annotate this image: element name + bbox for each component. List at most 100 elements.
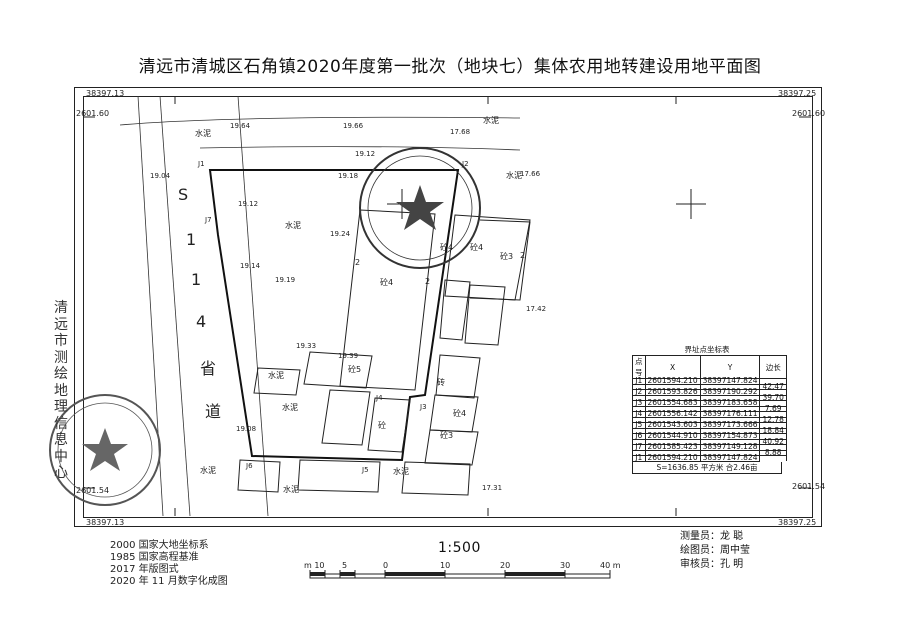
point-J5: J5	[362, 466, 369, 474]
coord-top-left: 38397.13	[86, 89, 125, 98]
table-cell: 42.47	[759, 383, 787, 390]
label-tong4-d: 砼4	[440, 243, 454, 252]
stamp-top	[359, 147, 481, 269]
table-cell: 2601585.423	[644, 443, 701, 451]
label-tong4-a: 砼4	[380, 278, 394, 287]
table-row: 7.69	[632, 405, 787, 412]
coord-right-bottom: 2601.54	[792, 482, 826, 491]
table-cell: J1	[632, 454, 646, 462]
elev-0: 19.04	[150, 172, 171, 180]
table-header: X	[644, 355, 701, 379]
table-cell	[644, 450, 701, 456]
elev-12: 19.39	[338, 352, 359, 360]
road-label-0: S	[178, 185, 189, 204]
table-row: 8.88	[632, 449, 787, 456]
signature-name: 龙 聪	[720, 531, 744, 542]
table-cell: 38397147.824	[699, 454, 761, 462]
coord-left-bottom: 2601.54	[76, 486, 110, 495]
table-cell	[644, 428, 701, 434]
label-tong: 砼	[378, 421, 386, 430]
table-cell: 18.84	[759, 427, 787, 434]
scale-tick: m 10	[304, 561, 325, 570]
road-label-3: 4	[196, 312, 207, 331]
table-cell: 38397183.658	[699, 399, 761, 407]
elev-14: 19.08	[236, 425, 257, 433]
table-row: 18.84	[632, 427, 787, 434]
coordinate-table-footer: S=1636.85 平方米 合2.46亩	[632, 461, 782, 474]
table-cell: 38397190.292	[699, 388, 761, 396]
table-cell: 8.88	[759, 449, 787, 456]
elev-15: 17.31	[482, 484, 503, 492]
elev-1: 19.64	[230, 122, 251, 130]
table-cell	[644, 406, 701, 412]
elev-6: 17.66	[520, 170, 541, 178]
table-cell: 38397173.666	[699, 421, 761, 429]
stamp-left	[49, 394, 161, 506]
table-cell: 38397176.111	[699, 410, 761, 418]
signature-name: 周中莹	[720, 545, 750, 556]
elev-11: 19.33	[296, 342, 317, 350]
elev-4: 19.12	[355, 150, 376, 158]
coord-right-top: 2601.60	[792, 109, 826, 118]
map-frame	[83, 96, 813, 518]
label-shuini-5: 水泥	[268, 371, 284, 380]
label-shuini-2: 水泥	[483, 116, 499, 125]
label-tong4-c: 砼4	[453, 409, 467, 418]
elev-3: 17.68	[450, 128, 471, 136]
table-cell: 2601593.826	[644, 388, 701, 396]
point-J4: J4	[376, 394, 383, 402]
scale-tick: 0	[383, 561, 389, 570]
table-cell: 2601556.142	[644, 410, 701, 418]
scale-tick: 10	[440, 561, 451, 570]
table-cell	[759, 422, 787, 428]
label-num2-a: 2	[355, 258, 361, 267]
table-cell: 2601554.683	[644, 399, 701, 407]
table-cell: 38397147.824	[699, 377, 761, 385]
table-row: 40.92	[632, 438, 787, 445]
elev-9: 19.14	[240, 262, 261, 270]
table-cell: 39.70	[759, 394, 787, 401]
label-tong5: 砼5	[348, 365, 362, 374]
stamp-side-text: 清远市测绘地理信息中心	[54, 300, 68, 481]
table-cell: 2601594.210	[644, 454, 701, 462]
table-cell: 12.78	[759, 416, 787, 423]
table-cell	[759, 433, 787, 439]
elev-5: 19.18	[338, 172, 359, 180]
elev-13: 17.42	[526, 305, 547, 313]
coord-bottom-right: 38397.25	[778, 518, 817, 527]
label-shuini-7: 水泥	[200, 466, 216, 475]
signature-name: 孔 明	[720, 559, 744, 570]
point-J3: J3	[420, 403, 427, 411]
elev-2: 19.66	[343, 122, 364, 130]
table-header: 边长	[759, 355, 787, 379]
outer-frame	[74, 87, 822, 527]
scale-tick: 20	[500, 561, 511, 570]
point-J6: J6	[246, 462, 253, 470]
coord-bottom-left: 38397.13	[86, 518, 125, 527]
label-shuini-9: 水泥	[393, 467, 409, 476]
table-cell	[644, 384, 701, 390]
elev-7: 19.12	[238, 200, 259, 208]
table-cell	[759, 400, 787, 406]
road-label-5: 道	[205, 402, 222, 421]
elev-10: 19.19	[275, 276, 296, 284]
table-cell	[644, 395, 701, 401]
signature-role: 审核员：	[680, 559, 720, 570]
coord-left-top: 2601.60	[76, 109, 110, 118]
label-shuini-3: 水泥	[506, 171, 522, 180]
table-row: 39.70	[632, 394, 787, 401]
scale-tick: 40 m	[600, 561, 621, 570]
label-num2-b: 2	[425, 277, 431, 286]
coordinate-table-title: 界址点坐标表	[684, 345, 730, 354]
signature-role: 绘图员：	[680, 545, 720, 556]
label-shuini-4: 水泥	[285, 221, 301, 230]
